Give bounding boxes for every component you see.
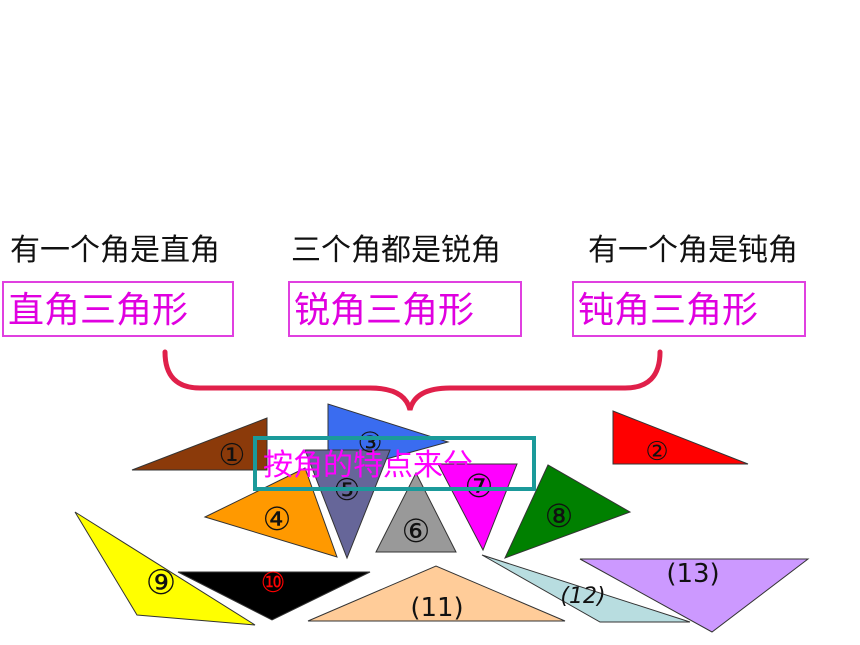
triangle-4-label: ④ [263, 500, 292, 538]
rule-right-angle: 有一个角是直角 [10, 233, 220, 268]
triangle-13-label: (13) [666, 559, 719, 589]
rule-obtuse-angle: 有一个角是钝角 [588, 233, 798, 268]
triangle-7-label: ⑦ [465, 467, 494, 505]
triangle-9 [74, 511, 256, 626]
triangle-7 [437, 463, 518, 552]
triangle-1-label: ① [219, 438, 246, 473]
rule-acute-angle: 三个角都是锐角 [291, 233, 501, 268]
box-right-triangle: 直角三角形 [2, 281, 234, 337]
triangle-2 [612, 410, 749, 465]
triangle-8-label: ⑧ [545, 497, 574, 535]
triangle-10-label: ⑩ [260, 566, 285, 599]
grouping-brace [162, 349, 663, 411]
triangle-6 [375, 471, 457, 553]
triangle-5 [304, 449, 391, 560]
triangle-11 [307, 565, 566, 622]
triangle-3-label: ③ [357, 426, 382, 459]
title-text: 按角的特点来分 [263, 448, 473, 483]
triangle-9-label: ⑨ [146, 563, 176, 603]
box-acute-triangle: 锐角三角形 [288, 281, 522, 337]
triangle-8 [504, 464, 632, 559]
triangle-6-label: ⑥ [402, 512, 431, 550]
triangle-11-label: (11) [410, 593, 463, 623]
triangle-12 [481, 554, 691, 623]
triangle-10 [177, 571, 371, 621]
triangle-13 [579, 558, 810, 633]
triangle-12-label: (12) [560, 584, 605, 609]
title-box [253, 436, 536, 491]
box-obtuse-triangle: 钝角三角形 [572, 281, 806, 337]
triangle-1 [131, 417, 268, 471]
triangle-2-label: ② [645, 437, 668, 467]
